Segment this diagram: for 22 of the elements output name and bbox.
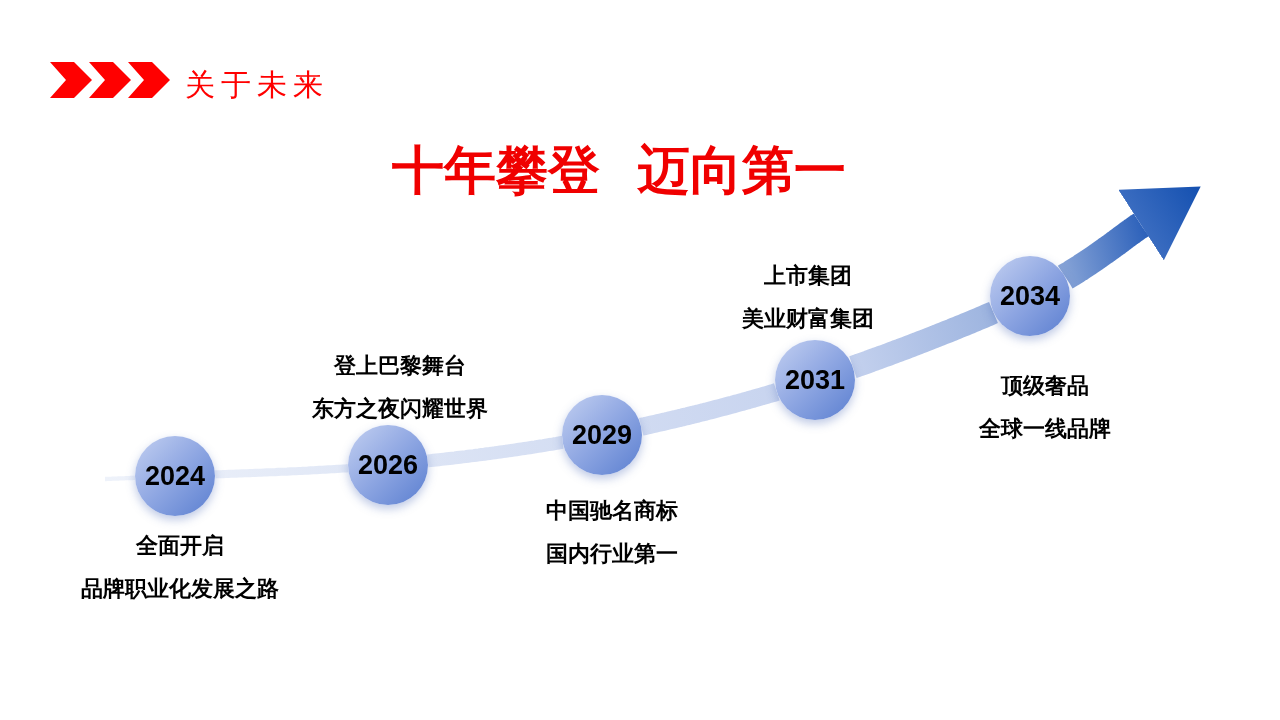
year-label: 2034 (999, 282, 1061, 310)
year-label: 2024 (144, 462, 206, 490)
year-label: 2031 (784, 366, 846, 394)
milestone-caption: 登上巴黎舞台 (334, 352, 466, 380)
milestone-caption: 全面开启 (136, 532, 224, 560)
milestone-caption: 美业财富集团 (742, 305, 874, 333)
milestone-caption: 上市集团 (764, 262, 852, 290)
milestone-caption: 品牌职业化发展之路 (81, 575, 279, 603)
slide-title: 十年攀登 迈向第一 (391, 140, 847, 200)
section-title: 关于未来 (185, 67, 329, 103)
year-label: 2029 (571, 421, 633, 449)
year-circle (990, 256, 1070, 336)
milestone-caption: 顶级奢品 (1001, 372, 1089, 400)
year-circle (562, 395, 642, 475)
year-circle (135, 436, 215, 516)
milestone-caption: 东方之夜闪耀世界 (312, 395, 488, 423)
year-circle (348, 425, 428, 505)
year-circle (775, 340, 855, 420)
milestone-caption: 全球一线品牌 (979, 415, 1111, 443)
milestone-caption: 中国驰名商标 (546, 497, 678, 525)
milestone-caption: 国内行业第一 (546, 540, 678, 568)
year-label: 2026 (357, 451, 419, 479)
